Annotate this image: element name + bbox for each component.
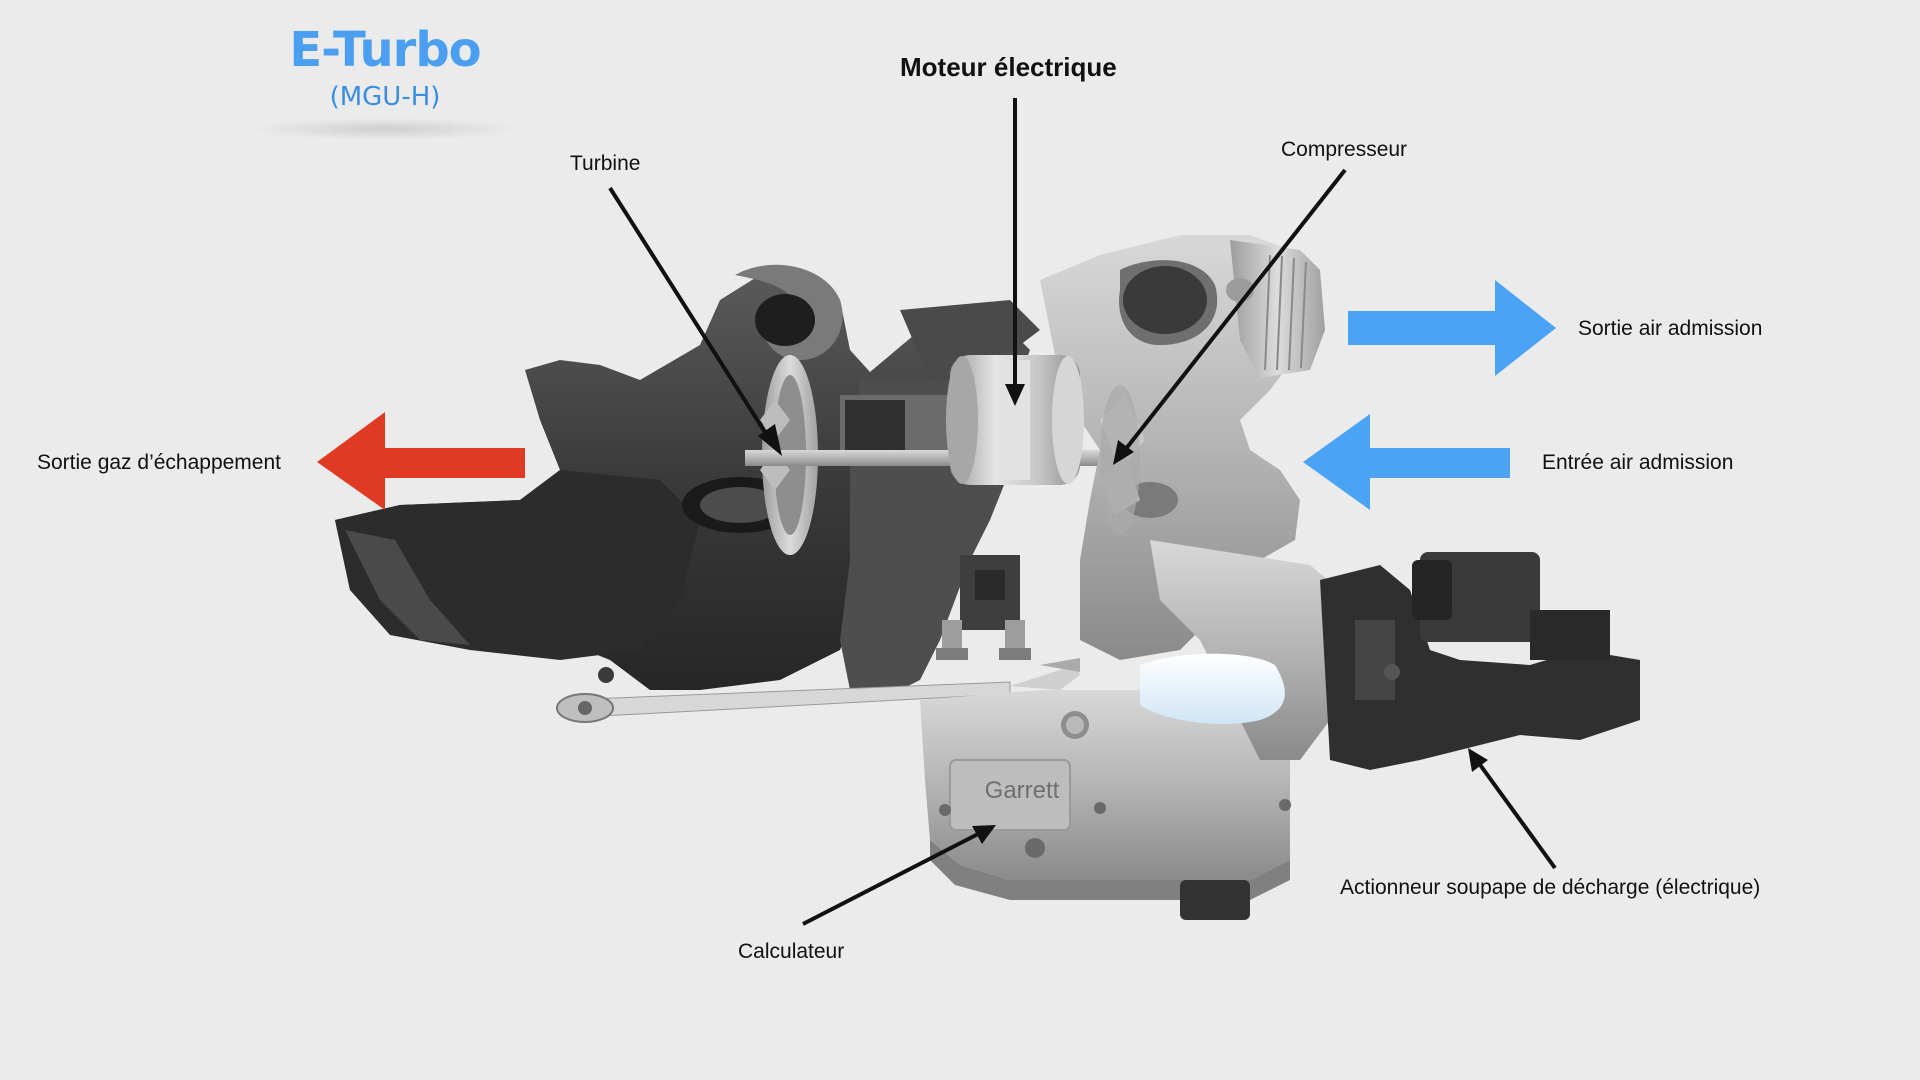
pointer-lines — [608, 98, 1557, 926]
label-electric-motor: Moteur électrique — [900, 52, 1117, 82]
mount-bolts — [936, 620, 1031, 660]
label-compressor: Compresseur — [1281, 138, 1408, 161]
wastegate-linkage — [556, 658, 1080, 723]
wastegate-actuator — [1140, 540, 1640, 770]
diagram-subtitle: (MGU-H) — [329, 82, 441, 112]
garrett-engraving: Garrett — [985, 777, 1060, 804]
exhaust-arrow — [317, 412, 525, 510]
electric-motor — [946, 355, 1084, 485]
ecu-pointer — [802, 831, 981, 926]
label-turbine: Turbine — [570, 152, 641, 175]
label-wastegate-actuator: Actionneur soupape de décharge (électriq… — [1340, 876, 1761, 899]
actuator-arrowhead — [1468, 748, 1488, 772]
pointer-heads — [758, 384, 1488, 844]
motor-arrowhead — [1005, 384, 1025, 406]
title-shadow — [250, 118, 520, 140]
turbine-arrowhead — [758, 424, 782, 456]
air-outlet-arrow — [1348, 280, 1556, 376]
compressor-pointer — [1123, 168, 1347, 452]
air-inlet-arrow — [1303, 414, 1510, 510]
title-block: E-Turbo (MGU-H) — [230, 22, 540, 112]
diagram-title: E-Turbo — [289, 22, 481, 78]
label-ecu: Calculateur — [738, 940, 845, 963]
compressor-arrowhead — [1113, 440, 1134, 465]
ecu-block — [920, 690, 1291, 920]
ecu-arrowhead — [972, 825, 996, 844]
actuator-pointer — [1476, 760, 1557, 870]
label-exhaust-outlet: Sortie gaz d’échappement — [37, 451, 281, 474]
label-air-inlet: Entrée air admission — [1542, 451, 1734, 474]
turbine-pointer — [608, 186, 772, 442]
label-air-outlet: Sortie air admission — [1578, 317, 1763, 340]
